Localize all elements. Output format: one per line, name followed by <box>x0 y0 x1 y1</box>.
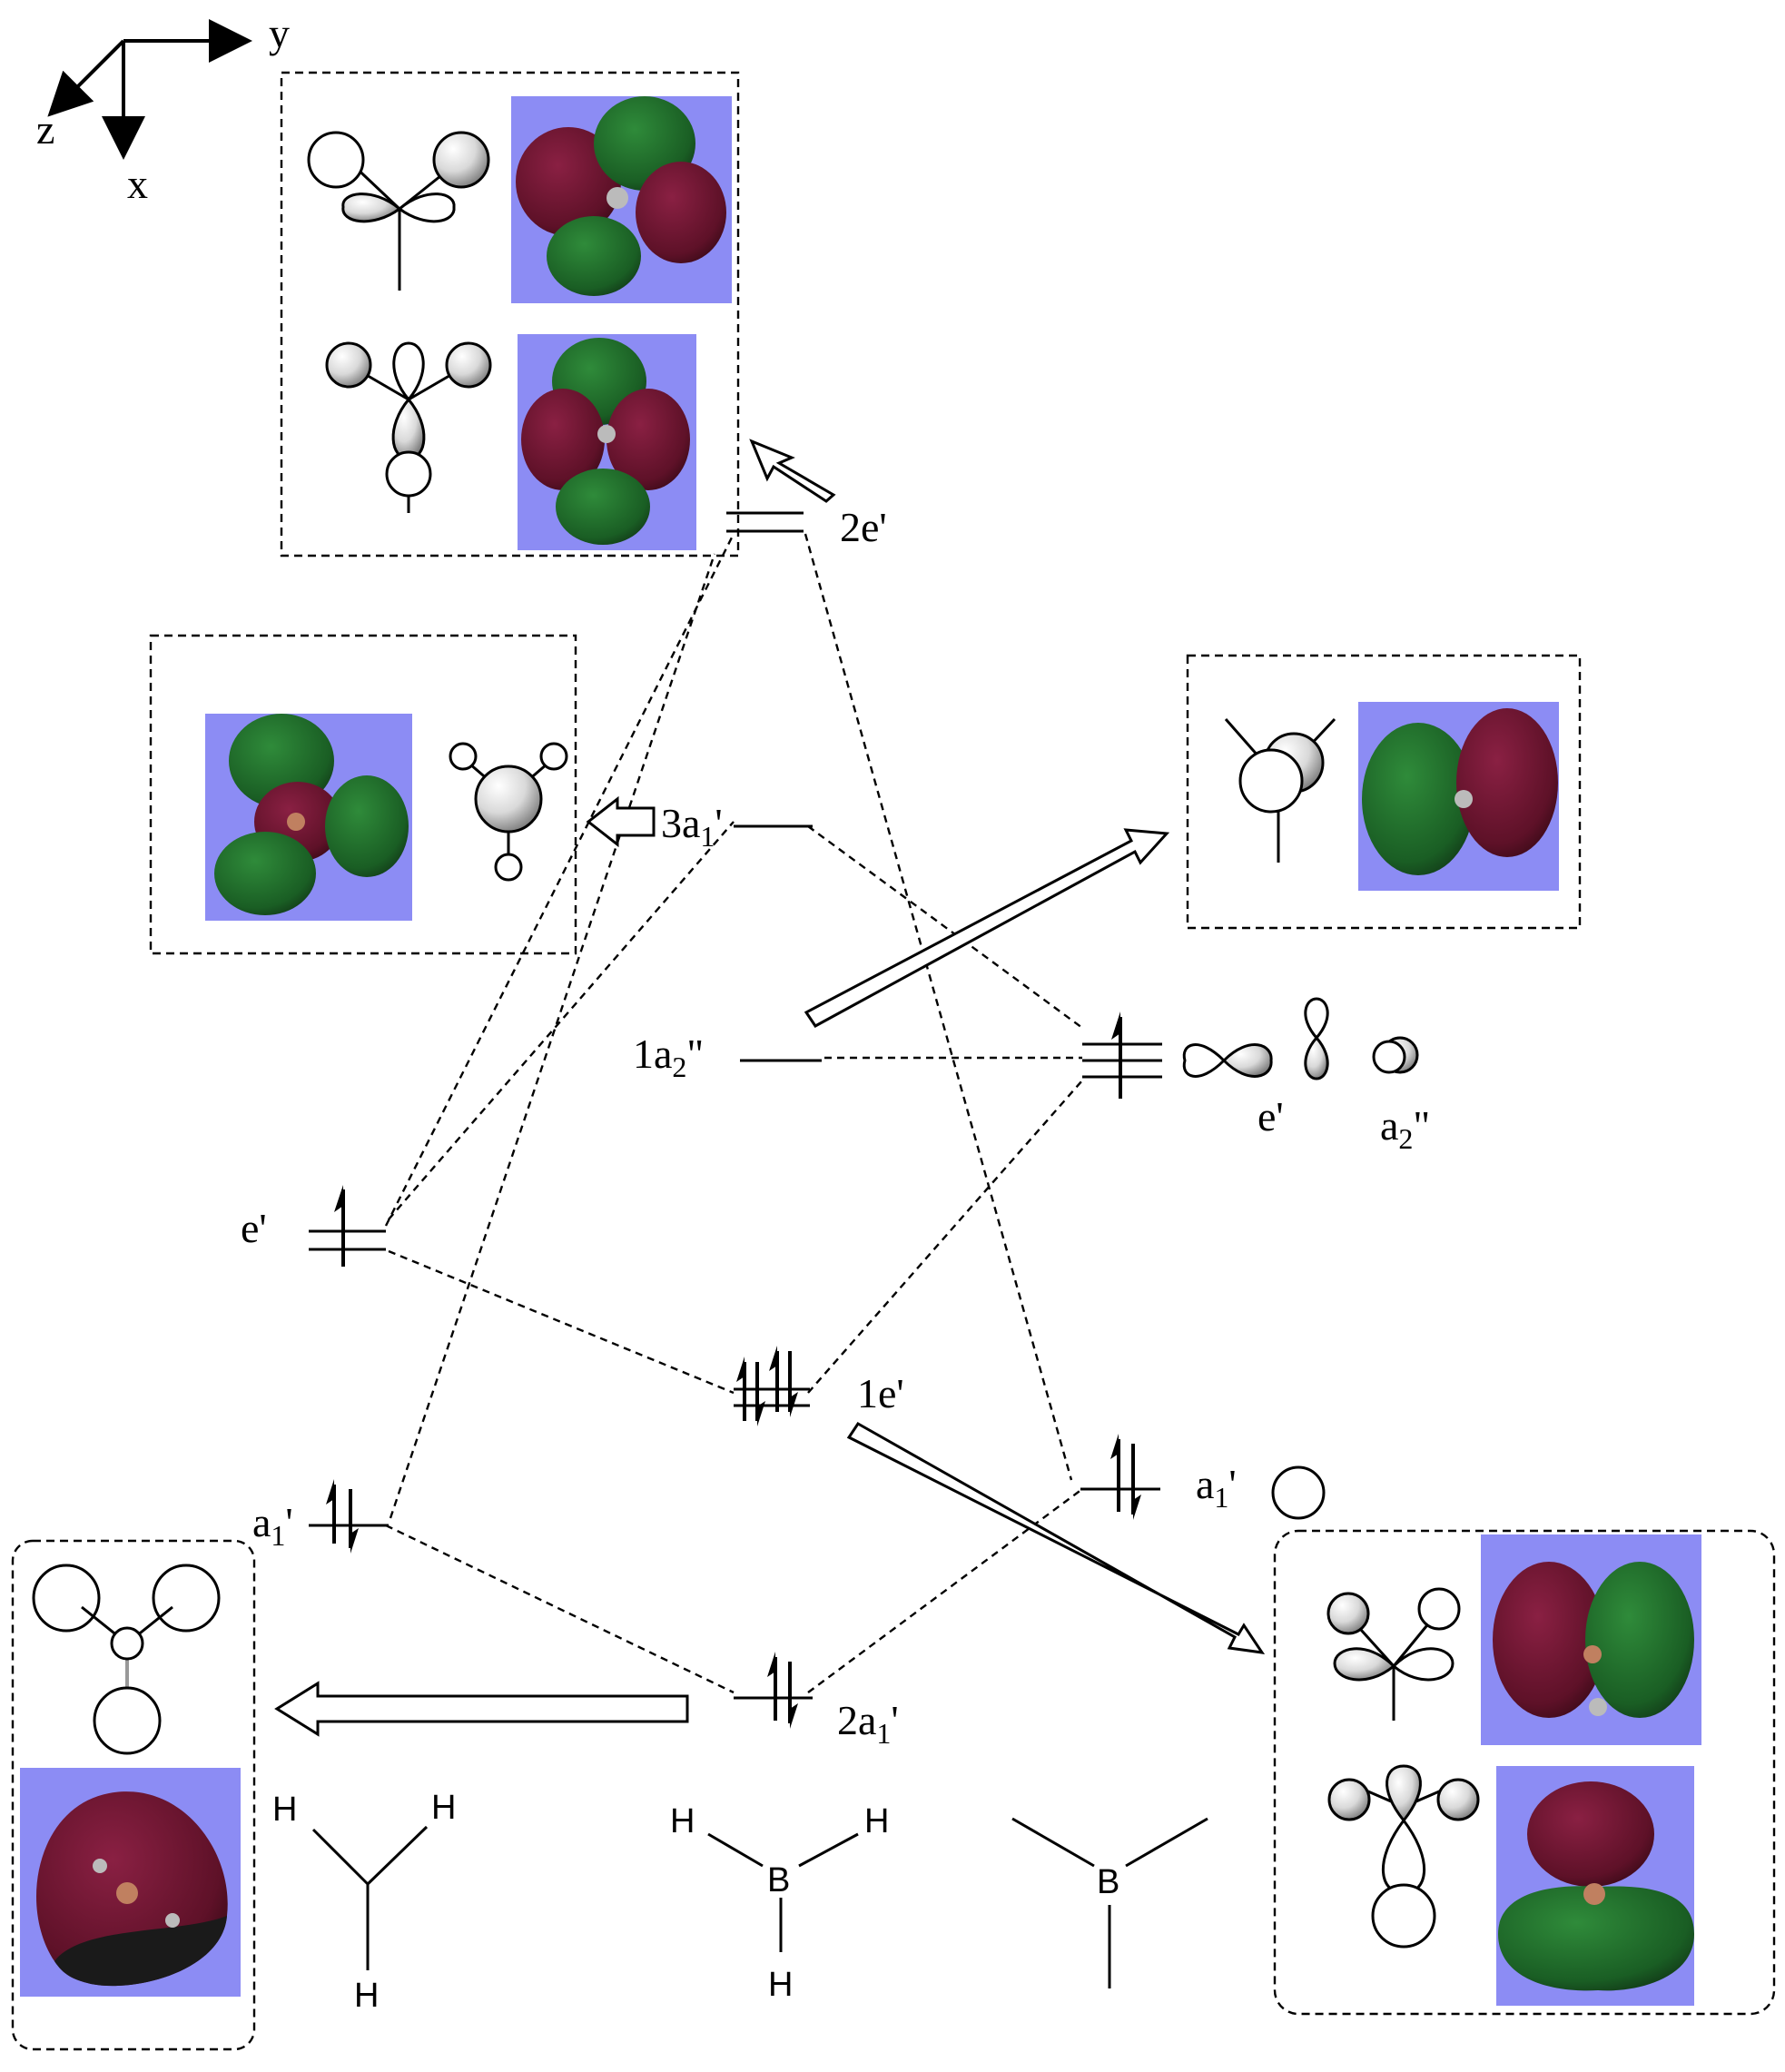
label-1e: 1e' <box>857 1370 904 1416</box>
electron-pair-icon <box>326 1479 359 1554</box>
electron-pair-icon <box>1110 1434 1141 1520</box>
px-orbital-icon <box>1182 1043 1273 1078</box>
mo-render-2e-b <box>518 334 696 550</box>
level-2a1: 2a1' <box>734 1652 899 1750</box>
pz-orbital-icon <box>1372 1036 1419 1074</box>
axis-y-label: y <box>269 10 290 56</box>
schematic-1e-a-icon <box>1326 1587 1461 1721</box>
atom-h: H <box>272 1791 297 1829</box>
hollow-arrow-icon <box>586 795 656 848</box>
level-3a1: 3a1' <box>661 800 813 853</box>
hollow-arrow-icon <box>804 828 1170 1028</box>
label-3a1: 3a1' <box>661 800 723 853</box>
mo-render-3a1 <box>205 714 412 921</box>
level-e-a2-right: e' a2" <box>1082 997 1430 1155</box>
electron-pair-icon <box>736 1357 765 1426</box>
box-2a1-orbital <box>11 1539 256 2051</box>
label-a2-right: a2" <box>1380 1102 1430 1155</box>
schematic-2e-b-icon <box>325 341 492 513</box>
label-a1-left: a1' <box>252 1499 293 1552</box>
atom-b: B <box>767 1861 790 1899</box>
axis-x-label: x <box>127 161 148 207</box>
molecule-bh3: H H B H <box>670 1802 889 2004</box>
level-e-left: e' <box>241 1185 386 1267</box>
correlation-lines <box>384 533 1083 1694</box>
mo-render-2a1 <box>20 1768 241 1997</box>
schematic-1a2-icon <box>1224 717 1336 863</box>
label-1a2: 1a2" <box>633 1031 704 1083</box>
schematic-2e-a-icon <box>307 131 490 291</box>
mo-render-1a2 <box>1358 702 1559 891</box>
electron-pair-icon <box>767 1652 798 1729</box>
mo-render-1e-b <box>1496 1766 1694 2006</box>
label-2e: 2e' <box>840 504 887 550</box>
electron-up-icon-head <box>1111 1011 1120 1040</box>
py-orbital-icon <box>1304 997 1329 1080</box>
molecule-b: B <box>1011 1817 1208 1988</box>
level-1a2: 1a2" <box>633 1031 822 1083</box>
hollow-arrow-icon <box>274 1681 689 1737</box>
mo-render-2e-a <box>511 96 732 303</box>
axis-z-label: z <box>36 106 54 153</box>
hollow-arrow-icon <box>749 439 836 503</box>
axes-icon: y z x <box>36 10 290 207</box>
atom-h: H <box>670 1802 695 1840</box>
label-e-left: e' <box>241 1205 267 1251</box>
hollow-arrow-icon <box>846 1422 1266 1654</box>
box-1a2-orbital <box>1186 654 1582 930</box>
box-3a1-orbital <box>149 634 577 955</box>
box-1e-orbitals <box>1273 1529 1776 2016</box>
atom-h: H <box>864 1802 889 1840</box>
level-1e: 1e' <box>734 1346 904 1426</box>
electron-pair-icon <box>769 1346 798 1417</box>
label-e-right: e' <box>1257 1093 1284 1140</box>
level-2e: 2e' <box>726 504 887 550</box>
mo-render-1e-a <box>1481 1534 1701 1745</box>
atom-h: H <box>354 1977 379 2015</box>
electron-up-icon-head <box>334 1185 343 1212</box>
label-2a1: 2a1' <box>837 1697 899 1750</box>
label-a1-right: a1' <box>1196 1461 1237 1514</box>
schematic-1e-b-icon <box>1327 1764 1480 1949</box>
level-a1-right: a1' <box>1080 1434 1326 1520</box>
s-orbital-icon <box>1271 1465 1326 1520</box>
atom-h: H <box>768 1966 793 2004</box>
box-2e-orbitals <box>280 71 740 557</box>
molecule-h3: H H H <box>272 1789 456 2015</box>
level-a1-left: a1' <box>252 1479 389 1554</box>
atom-b: B <box>1097 1863 1119 1901</box>
schematic-a1-icon <box>32 1564 221 1755</box>
schematic-3a1-icon <box>449 742 568 882</box>
atom-h: H <box>431 1789 456 1827</box>
